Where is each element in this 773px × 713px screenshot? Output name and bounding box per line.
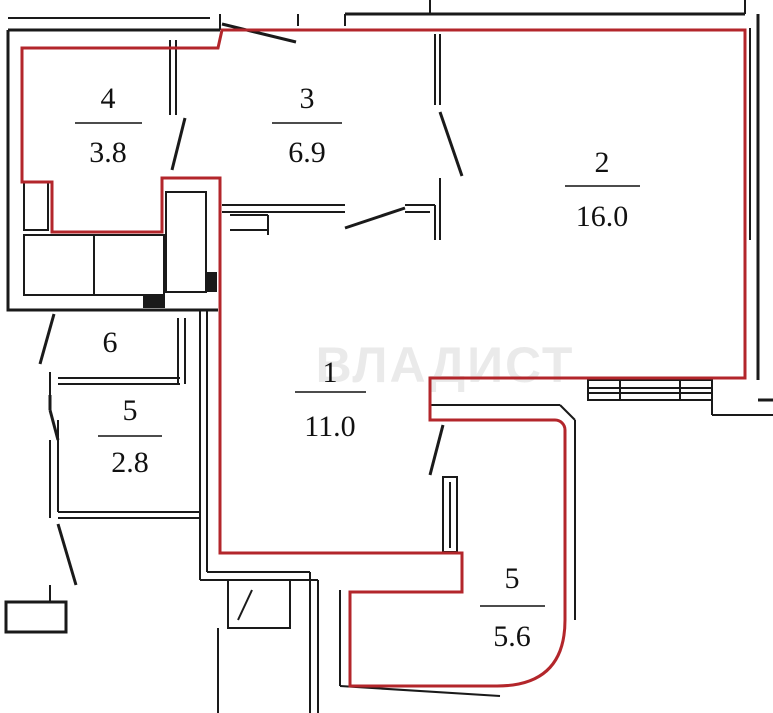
svg-text:4: 4 [101, 82, 116, 115]
svg-text:16.0: 16.0 [576, 200, 629, 233]
room-5-balcony-label: 5 5.6 [480, 562, 545, 653]
svg-text:3.8: 3.8 [89, 136, 127, 169]
walls [4, 0, 773, 713]
svg-text:6.9: 6.9 [288, 136, 326, 169]
svg-text:2: 2 [595, 146, 610, 179]
svg-text:3: 3 [300, 82, 315, 115]
svg-text:5: 5 [123, 394, 138, 427]
room-5-left-label: 5 2.8 [98, 394, 162, 479]
room-1-label: 1 11.0 [295, 356, 366, 443]
room-4-label: 4 3.8 [75, 82, 142, 169]
watermark: ВЛАДИСТ [316, 337, 575, 393]
room-6-label: 6 [103, 326, 118, 359]
doors [38, 22, 464, 586]
svg-text:1: 1 [323, 356, 338, 389]
apartment-outline [20, 28, 747, 688]
svg-text:11.0: 11.0 [304, 410, 355, 443]
svg-text:2.8: 2.8 [111, 446, 149, 479]
svg-text:5.6: 5.6 [493, 620, 531, 653]
svg-text:5: 5 [505, 562, 520, 595]
room-3-label: 3 6.9 [272, 82, 342, 169]
room-2-label: 2 16.0 [565, 146, 640, 233]
svg-text:6: 6 [103, 326, 118, 359]
